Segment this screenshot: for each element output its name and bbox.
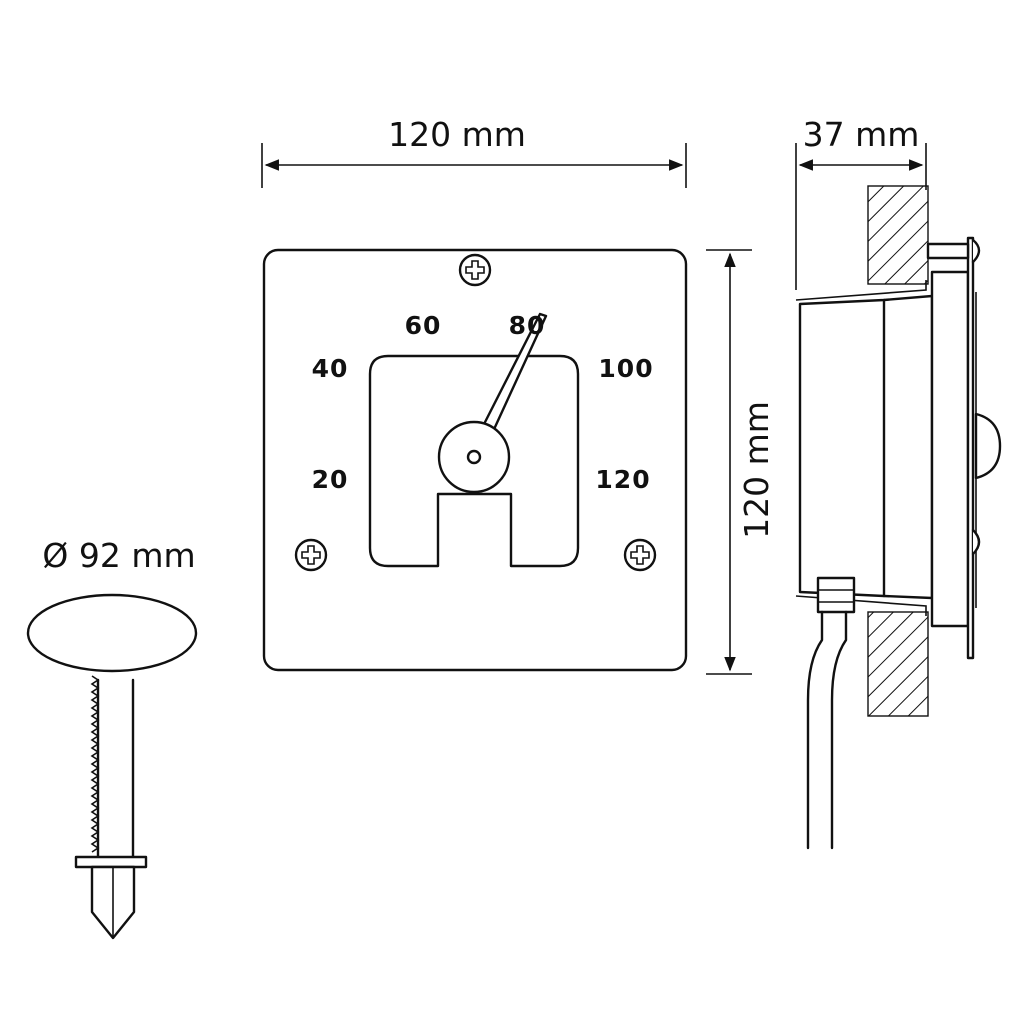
side-view: 37 mm xyxy=(795,115,1002,850)
side-depth-label: 37 mm xyxy=(803,115,920,154)
scale-label-80: 80 xyxy=(509,311,546,340)
screw-icon xyxy=(623,538,657,572)
front-height-dimension: 120 mm xyxy=(706,249,776,675)
wall-hatch xyxy=(867,185,929,285)
faceplate xyxy=(262,248,688,672)
sensor-collar xyxy=(74,855,148,869)
sensor-probe: Ø 92 mm xyxy=(26,536,198,940)
dial-hub-pin xyxy=(466,449,482,465)
screw-shank-side xyxy=(926,242,970,260)
sensor-disc xyxy=(26,593,198,673)
wall-hatch xyxy=(867,611,929,717)
screw-icon xyxy=(294,538,328,572)
front-height-label: 120 mm xyxy=(737,401,776,539)
capillary-tube xyxy=(806,610,824,850)
screw-head-side xyxy=(971,528,981,556)
screw-icon xyxy=(458,253,492,287)
sensor-diameter-label: Ø 92 mm xyxy=(42,536,195,575)
front-view: 120 mm 20 40 60 80 100 120 xyxy=(261,115,776,675)
sensor-thread xyxy=(90,675,100,853)
scale-label-20: 20 xyxy=(312,465,349,494)
scale-label-100: 100 xyxy=(598,354,653,383)
dial-window xyxy=(368,354,580,568)
housing-body xyxy=(798,294,934,600)
screw-head-side xyxy=(971,238,981,264)
scale-label-40: 40 xyxy=(312,354,349,383)
cable-gland xyxy=(816,576,856,614)
dial-knob-side xyxy=(974,412,1002,480)
front-plate xyxy=(966,236,975,660)
capillary-tube xyxy=(830,610,848,850)
scale-label-60: 60 xyxy=(405,311,442,340)
front-width-dimension: 120 mm xyxy=(261,115,687,188)
scale-label-120: 120 xyxy=(595,465,650,494)
mounting-plate xyxy=(930,270,970,628)
dial-scale: 20 40 60 80 100 120 xyxy=(312,311,653,494)
side-depth-dimension: 37 mm xyxy=(795,115,927,290)
front-width-label: 120 mm xyxy=(388,115,526,154)
